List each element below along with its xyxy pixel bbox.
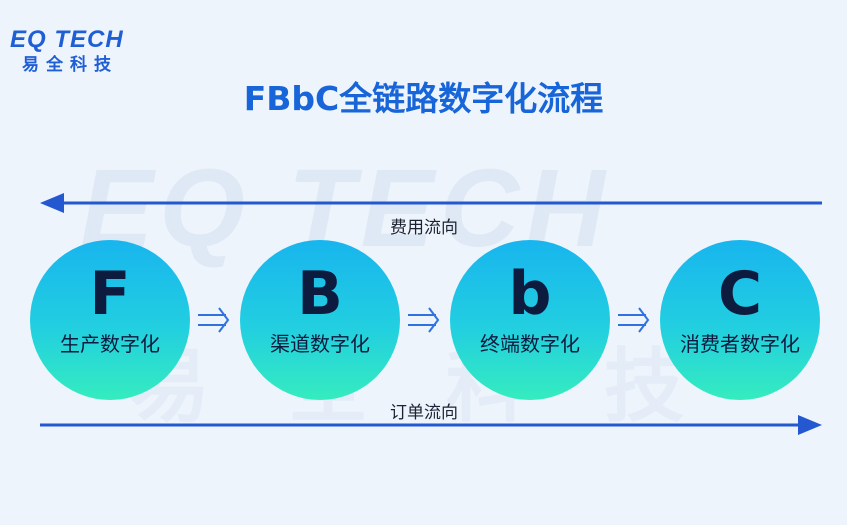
stage-label: 生产数字化 bbox=[60, 332, 160, 356]
stage-letter: C bbox=[717, 259, 763, 329]
stage-production: F 生产数字化 bbox=[30, 240, 190, 400]
stage-label: 渠道数字化 bbox=[270, 332, 370, 356]
stage-terminal: b 终端数字化 bbox=[450, 240, 610, 400]
order-flow-arrow bbox=[40, 415, 822, 435]
logo-company-name: 易全科技 bbox=[22, 55, 118, 75]
logo-wordmark: EQ TECH bbox=[10, 26, 124, 53]
stage-connector-2 bbox=[408, 307, 440, 333]
stage-connector-1 bbox=[198, 307, 230, 333]
stage-letter: B bbox=[297, 259, 343, 329]
stage-letter: b bbox=[508, 259, 552, 329]
cost-flow-label: 费用流向 bbox=[390, 218, 458, 238]
stage-consumer: C 消费者数字化 bbox=[660, 240, 820, 400]
order-flow-label: 订单流向 bbox=[390, 403, 458, 423]
stage-label: 消费者数字化 bbox=[680, 332, 800, 356]
stage-connector-3 bbox=[618, 307, 650, 333]
page-title: FBbC全链路数字化流程 bbox=[243, 79, 604, 118]
stage-label: 终端数字化 bbox=[480, 332, 580, 356]
stage-channel: B 渠道数字化 bbox=[240, 240, 400, 400]
cost-flow-arrow bbox=[40, 193, 822, 213]
stage-letter: F bbox=[89, 259, 131, 329]
company-logo: EQ TECH 易全科技 bbox=[10, 14, 155, 75]
